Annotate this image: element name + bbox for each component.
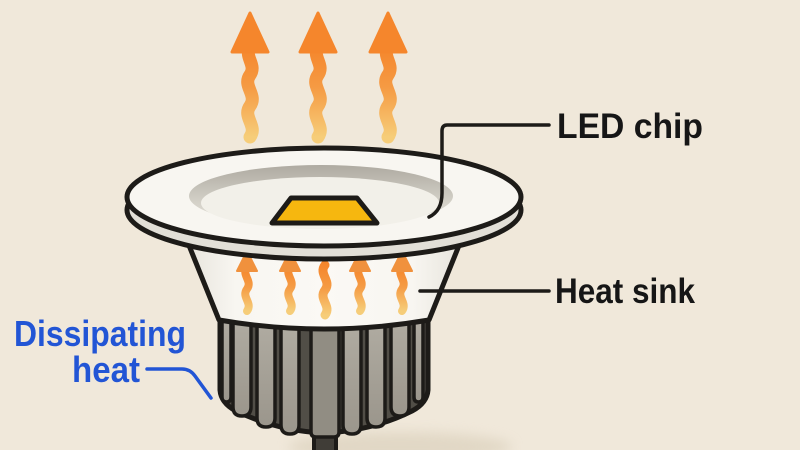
fin [255,297,277,429]
large-heat-arrows [230,11,408,144]
heat-arrow-icon [298,11,338,144]
heat-arrow-icon [368,11,408,144]
fin [365,297,387,429]
fin [220,297,233,404]
led-chip [269,195,380,226]
fin [341,297,363,436]
led-chip-label: LED chip [557,107,703,146]
fin [231,297,253,418]
heat-sink-fins [217,295,431,450]
heat-sink-label: Heat sink [555,272,695,311]
ground-shadow [288,432,512,450]
dissipating-heat-leader-line [145,367,213,400]
fin [279,297,301,436]
small-heat-arrow-icon [391,250,413,315]
bulb-rim [124,145,524,262]
small-heat-arrows [236,250,413,320]
dissipating-heat-label-line2: heat [72,349,140,390]
heat-squiggle-icon [318,260,332,320]
led-chip-leader-line [427,123,551,219]
dissipating-heat-label-line1: Dissipating [14,313,186,354]
fin [412,297,425,404]
fin-center-plate [309,297,341,439]
fin [389,297,411,418]
small-heat-arrow-icon [236,250,258,315]
small-heat-arrow-icon [349,250,371,315]
heat-arrow-icon [230,11,270,144]
dissipating-heat-label: Dissipating heat [14,313,186,390]
